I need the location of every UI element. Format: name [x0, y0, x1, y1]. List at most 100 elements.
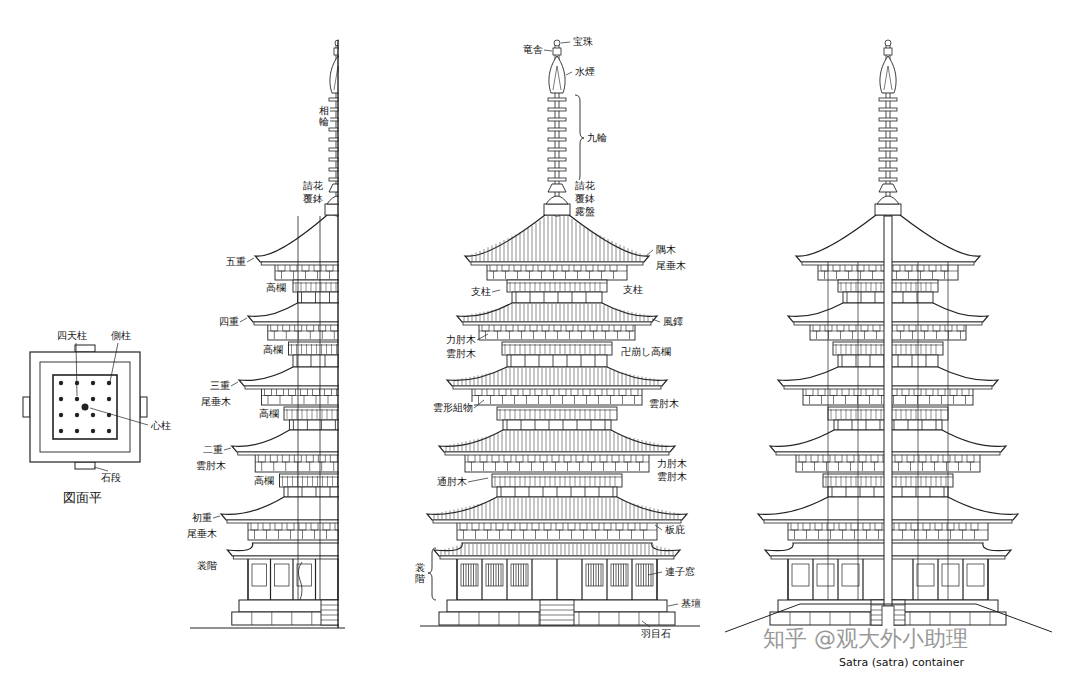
bracket-arm — [514, 396, 515, 405]
roof-tile — [522, 498, 523, 519]
panel-stone — [251, 612, 252, 625]
window-bar — [468, 564, 469, 586]
roof-tile — [614, 370, 615, 385]
roof-tile — [524, 230, 525, 261]
step — [321, 615, 339, 616]
rail — [502, 345, 612, 346]
panel-stone — [930, 612, 931, 625]
part-label: 雲肘木 — [445, 348, 477, 360]
roof-tile — [480, 251, 481, 261]
roof-tile — [498, 433, 499, 451]
baluster — [876, 344, 877, 354]
window-bar — [596, 564, 597, 586]
bracket-arm — [574, 396, 575, 405]
part-label: 羽目石 — [640, 628, 672, 640]
roof-tile — [462, 378, 463, 385]
roof — [221, 497, 339, 520]
wall-post — [581, 355, 582, 367]
roof-tile — [474, 505, 475, 519]
ground-line — [190, 628, 345, 629]
column — [787, 556, 788, 600]
through-beam — [262, 395, 340, 396]
wall-post — [529, 487, 530, 497]
baluster — [916, 282, 917, 291]
baluster — [322, 409, 323, 419]
part-label: 高欄 — [265, 282, 287, 294]
roof-tile — [642, 376, 643, 385]
wall-post — [307, 420, 308, 430]
roof-tile — [670, 512, 671, 519]
roof-tile — [636, 252, 637, 261]
baluster — [565, 344, 566, 354]
roof-tile — [594, 431, 595, 451]
bracket-arm — [610, 396, 611, 405]
lattice-window — [817, 564, 834, 586]
shitenbashira — [91, 413, 95, 417]
roof-tile — [598, 431, 599, 451]
roof-tile — [590, 431, 591, 451]
roof-tile — [638, 439, 639, 451]
baluster — [931, 476, 932, 486]
roof-tile — [458, 379, 459, 385]
bracket-arm — [962, 530, 963, 539]
roof — [227, 543, 339, 556]
bracket-arm — [329, 271, 330, 279]
bracket-arm — [615, 462, 616, 471]
kurin-ring — [879, 118, 897, 121]
baluster — [911, 409, 912, 419]
baluster — [306, 344, 307, 354]
rail-band — [502, 342, 612, 355]
roof-tile — [666, 445, 667, 451]
wall-post — [842, 355, 843, 367]
panel-stone — [810, 612, 811, 625]
baluster — [836, 344, 837, 354]
roof-tile — [462, 508, 463, 519]
suien — [549, 56, 565, 93]
roof-tile — [632, 250, 633, 261]
baluster — [590, 282, 591, 291]
stone-step — [23, 397, 30, 417]
bracket-arm — [533, 331, 534, 339]
baluster — [550, 282, 551, 291]
part-label: 支柱 — [470, 286, 492, 298]
wall-post — [930, 487, 931, 497]
bracket-arm — [944, 271, 945, 279]
bracket-arm — [475, 530, 476, 539]
window-bar — [591, 564, 592, 586]
roof-tile — [566, 368, 567, 385]
baluster — [301, 282, 302, 291]
bracket-arm — [869, 396, 870, 405]
part-label: 高欄 — [253, 475, 275, 487]
baluster — [316, 344, 317, 354]
wall-post — [585, 487, 586, 497]
column — [837, 556, 838, 600]
brace — [428, 548, 436, 600]
baluster — [535, 409, 536, 419]
bracket-arm — [850, 462, 851, 471]
roof-tile — [554, 431, 555, 451]
rail — [280, 477, 340, 478]
roof-tile — [569, 544, 570, 555]
baluster — [876, 476, 877, 486]
roof-tile — [541, 544, 542, 555]
bracket-arm — [639, 462, 640, 471]
bracket-arm — [321, 462, 322, 471]
wall-post — [880, 420, 881, 430]
roof-tile — [530, 368, 531, 385]
step — [321, 605, 339, 606]
bracket-arm — [326, 530, 327, 539]
baluster — [500, 409, 501, 419]
roof-tile — [526, 368, 527, 385]
roof-tile — [648, 315, 649, 321]
window-bar — [488, 564, 489, 586]
roof-tile — [594, 368, 595, 385]
baluster — [926, 476, 927, 486]
roof-tile — [498, 498, 499, 519]
baluster — [510, 476, 511, 486]
roof-tile — [442, 512, 443, 519]
part-label: 尾垂木 — [655, 260, 687, 272]
wall-post — [838, 420, 839, 430]
baluster — [525, 409, 526, 419]
roof-tile — [560, 304, 561, 321]
bracket-arm — [557, 331, 558, 339]
